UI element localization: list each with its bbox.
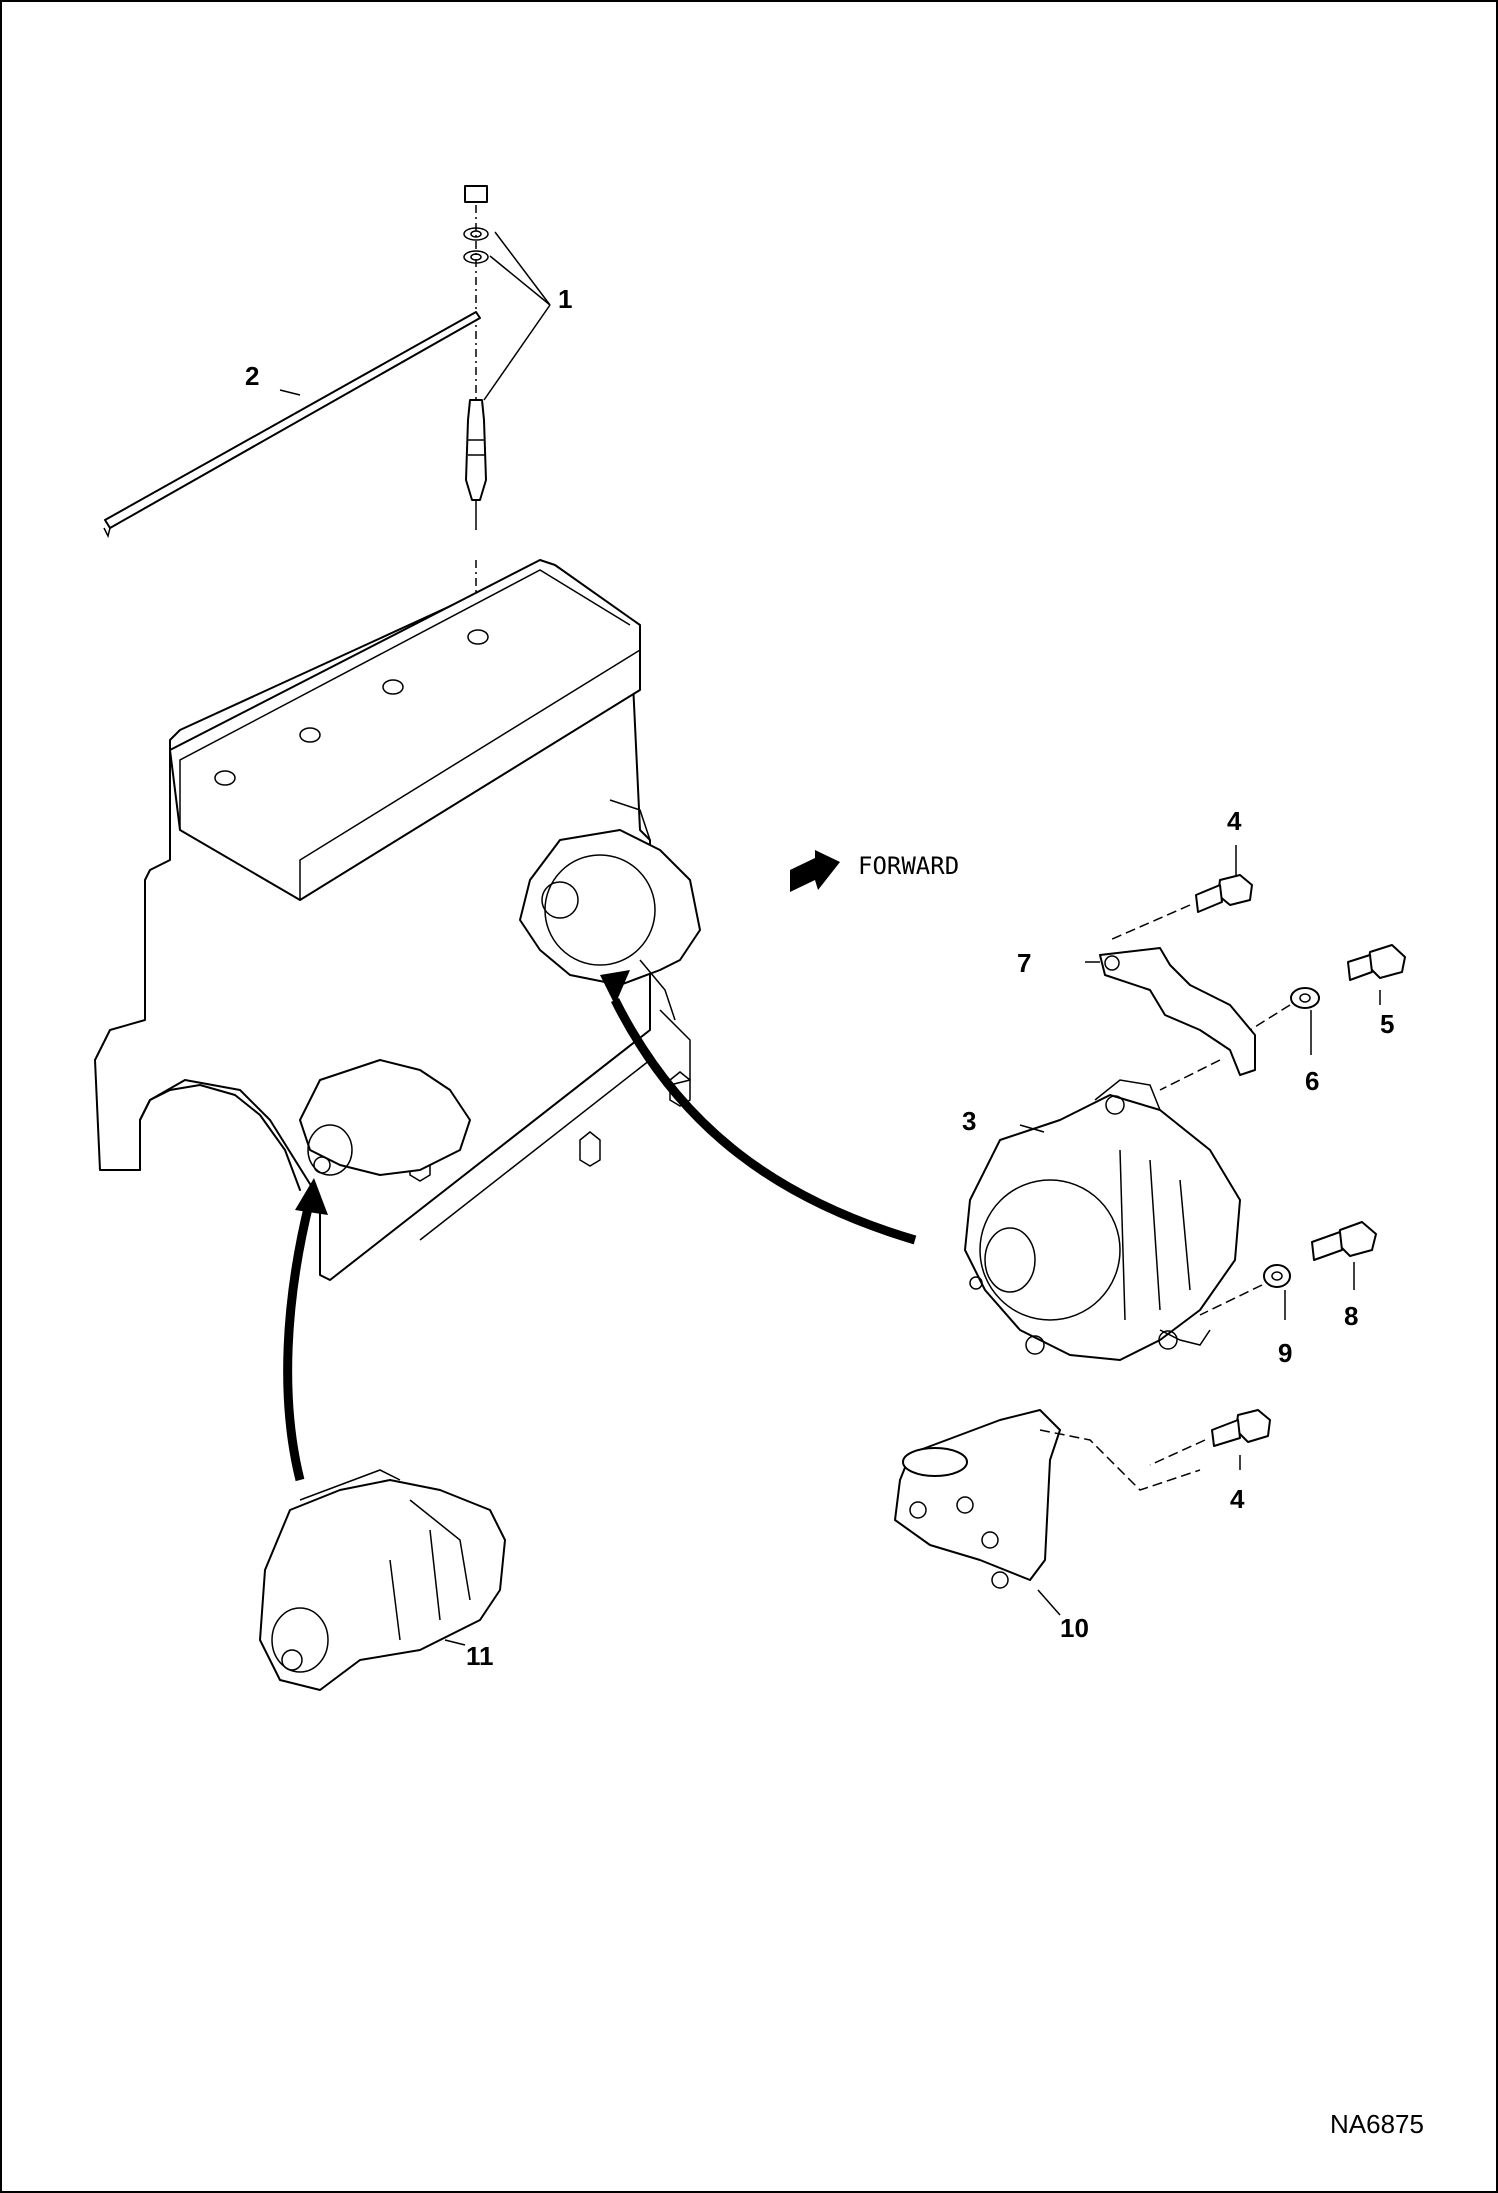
bolt-item-4-bottom bbox=[1149, 1409, 1271, 1466]
arrowhead bbox=[600, 970, 630, 1005]
glow-plug-assembly bbox=[463, 185, 489, 630]
callout-1: 1 bbox=[558, 284, 572, 314]
callout-7: 7 bbox=[1017, 948, 1031, 978]
alternator-install-arrow bbox=[610, 997, 917, 1245]
leader-lines bbox=[279, 231, 1381, 1646]
callout-9: 9 bbox=[1278, 1338, 1292, 1368]
callouts: 1 2 3 4 5 6 7 8 9 4 10 11 bbox=[245, 284, 1394, 1671]
callout-4-top: 4 bbox=[1227, 806, 1242, 836]
engine-block bbox=[94, 559, 691, 1281]
callout-5: 5 bbox=[1380, 1009, 1394, 1039]
callout-3: 3 bbox=[962, 1106, 976, 1136]
arrowhead bbox=[295, 1178, 328, 1215]
mounting-bracket bbox=[894, 1409, 1201, 1589]
callout-10: 10 bbox=[1060, 1613, 1089, 1643]
callout-4-bottom: 4 bbox=[1230, 1484, 1245, 1514]
starter-motor bbox=[259, 1469, 506, 1691]
callout-6: 6 bbox=[1305, 1066, 1319, 1096]
plug-hole bbox=[299, 727, 321, 743]
installed-alternator bbox=[519, 799, 701, 1086]
glow-plug-bus-bar bbox=[103, 311, 481, 539]
drawing-code: NA6875 bbox=[1330, 2109, 1424, 2139]
plug-hole bbox=[214, 770, 236, 786]
callout-11: 11 bbox=[466, 1641, 494, 1671]
forward-label: FORWARD bbox=[858, 852, 959, 880]
installed-starter bbox=[299, 1059, 471, 1176]
plug-hole bbox=[467, 629, 489, 645]
bolt-item-8 bbox=[1311, 1221, 1377, 1261]
callout-8: 8 bbox=[1344, 1301, 1358, 1331]
forward-arrow-icon bbox=[790, 850, 840, 892]
bolt-item-5 bbox=[1347, 944, 1406, 981]
washer-item-9 bbox=[1199, 1264, 1291, 1316]
forward-indicator: FORWARD bbox=[790, 850, 959, 892]
glow-plug bbox=[465, 399, 487, 501]
alternator bbox=[964, 1079, 1241, 1361]
starter-install-arrow bbox=[283, 1198, 315, 1482]
bolt-item-4-top bbox=[1109, 874, 1253, 941]
washer-item-6 bbox=[1249, 987, 1320, 1031]
adjusting-bracket bbox=[1099, 947, 1256, 1091]
glow-plug-nut bbox=[464, 185, 488, 203]
callout-2: 2 bbox=[245, 361, 259, 391]
plug-hole bbox=[382, 679, 404, 695]
